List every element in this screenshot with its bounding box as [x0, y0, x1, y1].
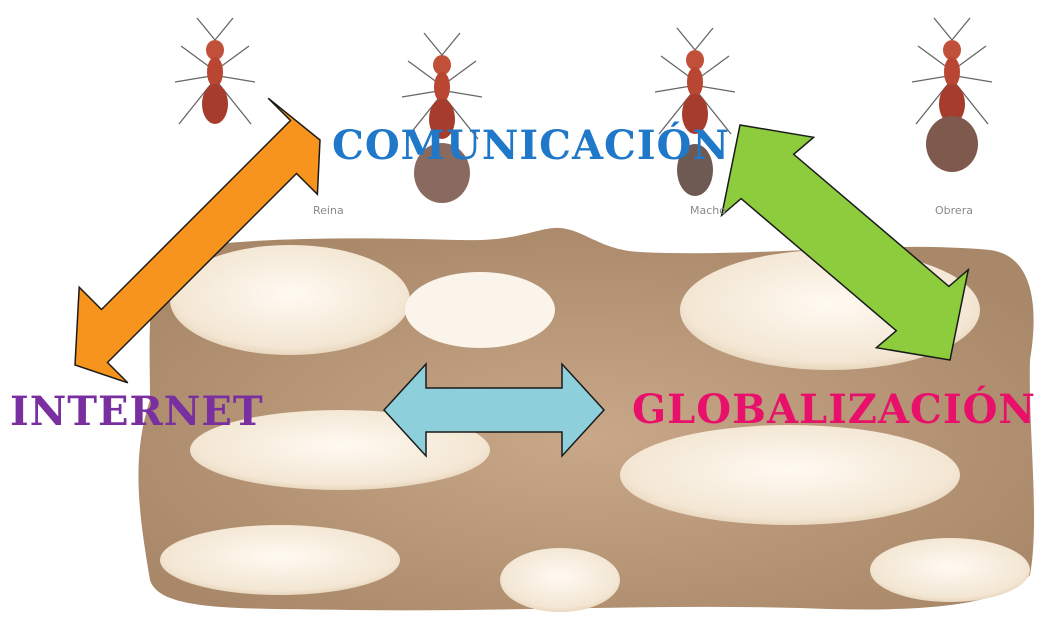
arrow-comunicacion-globalizacion — [720, 124, 970, 361]
ant-winged-icon — [401, 32, 483, 203]
ant-queen-icon — [174, 17, 256, 125]
ant-caption-reina: Reina — [313, 204, 344, 217]
label-comunicacion: COMUNICACIÓN — [332, 122, 730, 169]
label-internet: INTERNET — [10, 388, 264, 435]
ant-caption-macho: Macho — [690, 204, 726, 217]
ant-caption-obrera: Obrera — [935, 204, 973, 217]
ant-male-icon — [654, 27, 736, 196]
ant-worker-icon — [911, 17, 993, 172]
arrow-internet-comunicacion — [74, 97, 321, 384]
arrow-internet-globalizacion — [382, 362, 606, 458]
label-globalizacion: GLOBALIZACIÓN — [632, 386, 1036, 433]
anthill-chambers — [160, 245, 1030, 612]
